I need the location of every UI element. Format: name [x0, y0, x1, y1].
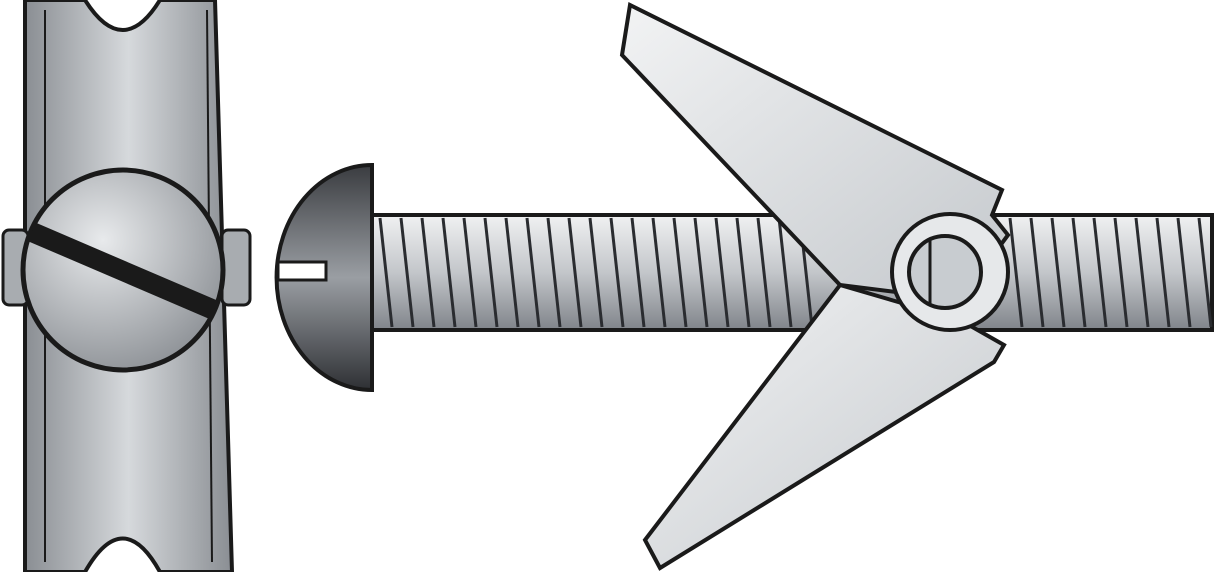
- thread-line: [483, 217, 499, 328]
- thread-line: [1113, 217, 1129, 328]
- right-nub: [220, 228, 252, 307]
- thread-line: [756, 217, 772, 328]
- thread-line: [546, 217, 562, 328]
- thread-line: [462, 217, 478, 328]
- pivot-hole: [907, 234, 983, 310]
- slot-icon: [28, 222, 218, 320]
- round-head-screw: [274, 162, 374, 393]
- thread-line: [588, 217, 604, 328]
- thread-line: [1050, 217, 1066, 328]
- thread-line: [1071, 217, 1087, 328]
- thread-line: [378, 217, 394, 328]
- thread-line: [567, 217, 583, 328]
- thread-line: [441, 217, 457, 328]
- thread-line: [525, 217, 541, 328]
- thread-line: [399, 217, 415, 328]
- thread-line: [651, 217, 667, 328]
- thread-line: [777, 217, 793, 328]
- thread-line: [1155, 217, 1171, 328]
- thread-line: [714, 217, 730, 328]
- thread-line: [693, 217, 709, 328]
- thread-line: [1092, 217, 1108, 328]
- thread-line: [630, 217, 646, 328]
- thread-line: [1176, 217, 1192, 328]
- thread-line: [1197, 217, 1213, 328]
- thread-line: [735, 217, 751, 328]
- thread-line: [504, 217, 520, 328]
- thread-line: [672, 217, 688, 328]
- thread-line: [420, 217, 436, 328]
- toggle-wings: [619, 1, 1011, 571]
- thread-line: [1008, 217, 1024, 328]
- toggle-end-view: [1, 0, 252, 572]
- thread-line: [609, 217, 625, 328]
- thread-line: [1029, 217, 1045, 328]
- head-slot: [276, 260, 328, 282]
- thread-line: [1134, 217, 1150, 328]
